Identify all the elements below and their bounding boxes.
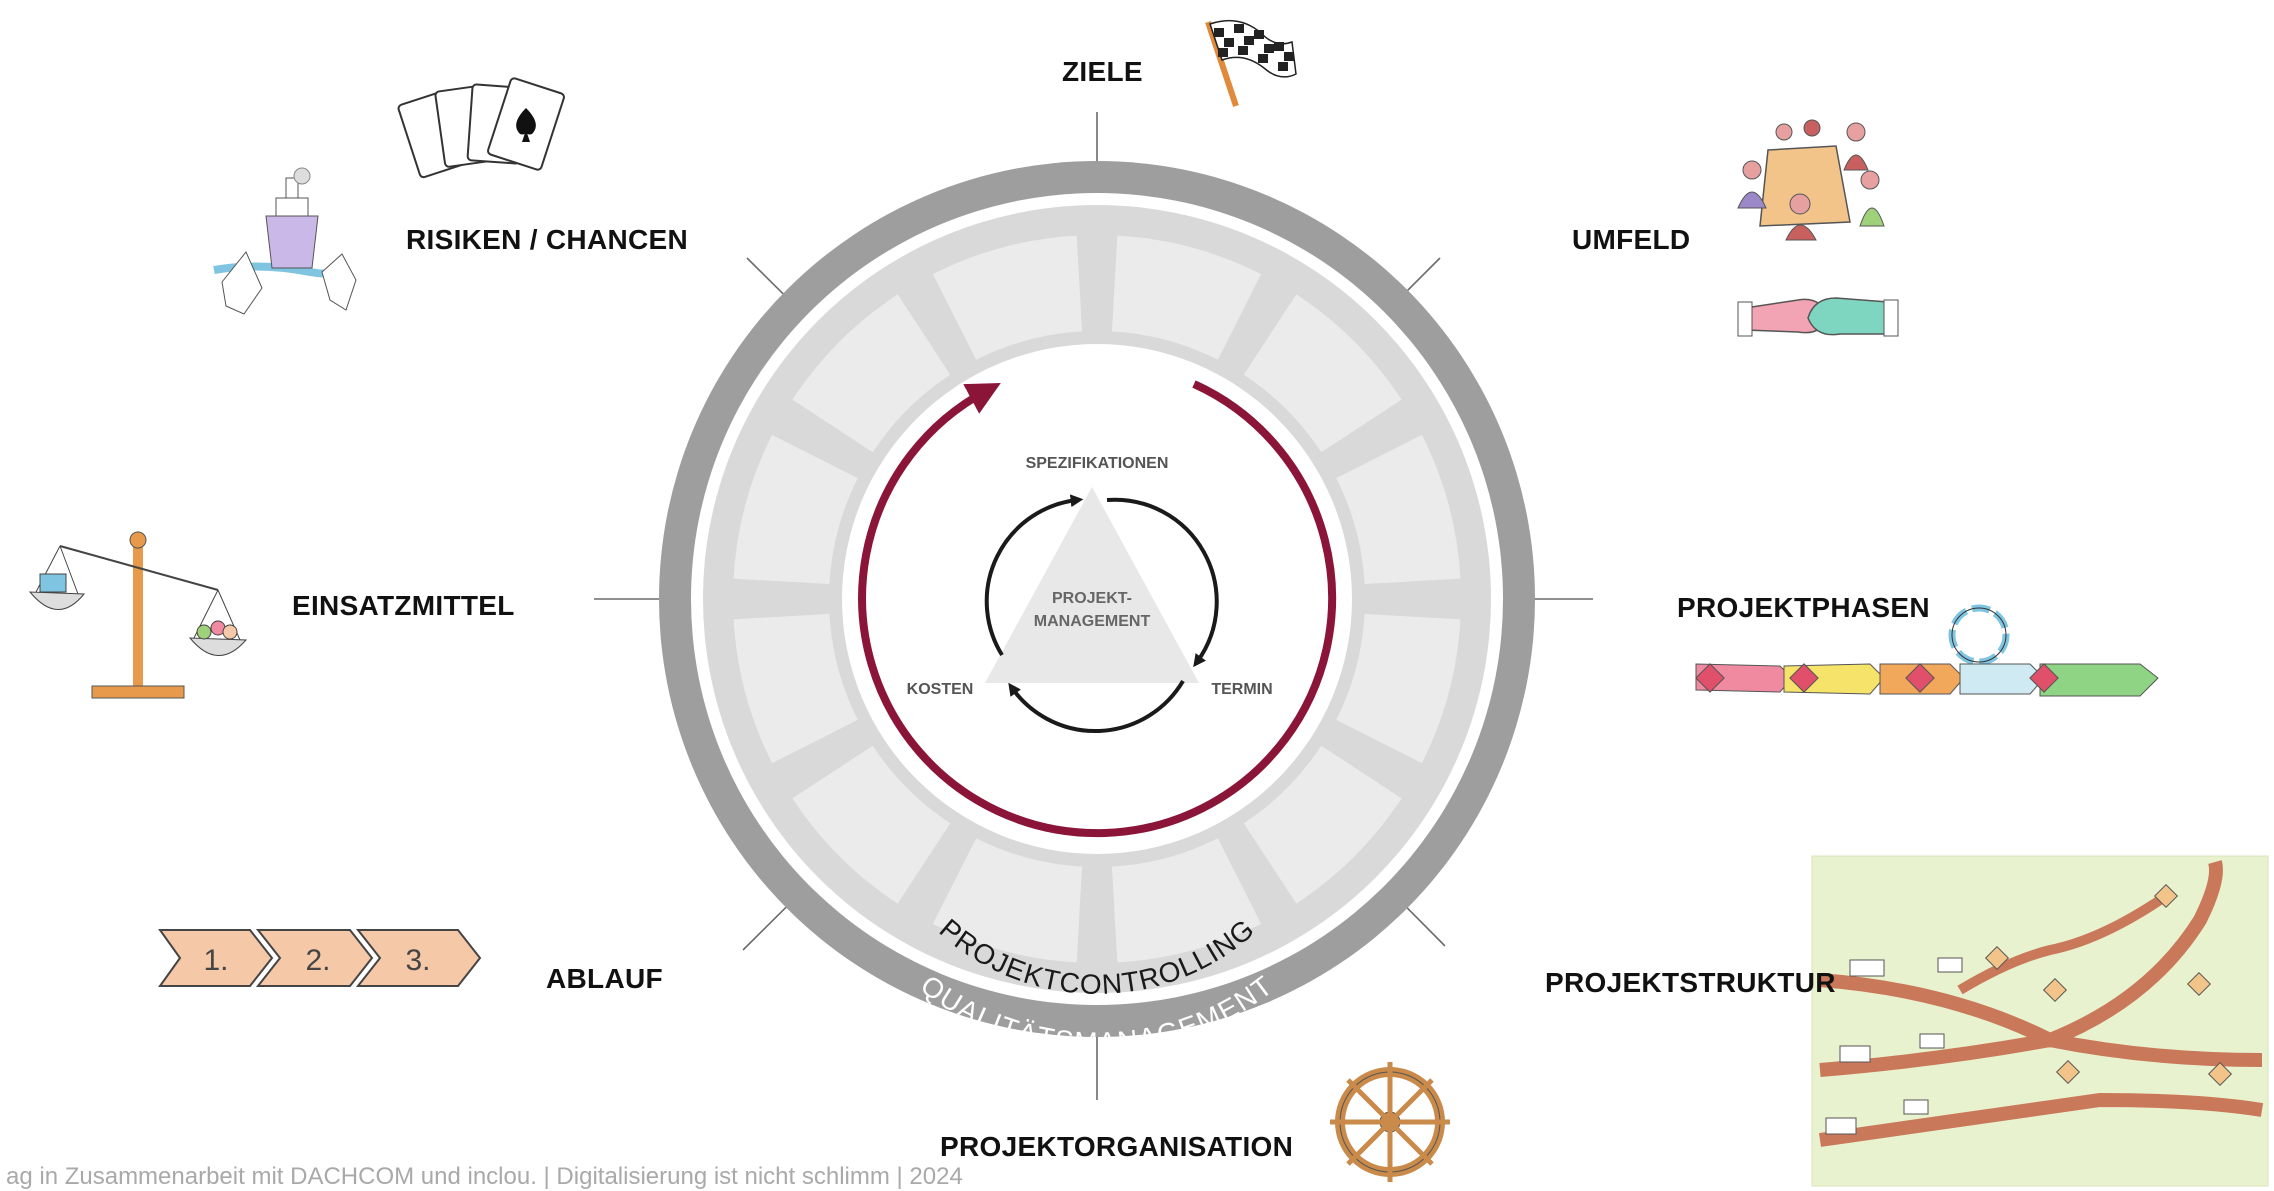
project-phases-icon [1695,604,2159,697]
arrow-spezifikationen-termin [1106,497,1219,668]
handshake-icon [1737,297,1899,337]
inner-ring-segment [1243,294,1402,453]
label-umfeld: UMFELD [1572,224,1691,255]
inner-ring-segment [932,838,1083,963]
footer-credit: ag in Zusammenarbeit mit DACHCOM und inc… [6,1163,963,1190]
ship-iceberg-icon [213,167,357,315]
label-projektmanagement-1: PROJEKT- [1052,590,1132,607]
playing-cards-icon [397,77,565,179]
magic-triangle [985,487,1199,683]
label-projektphasen: PROJEKTPHASEN [1677,592,1930,623]
inner-ring-segment [1336,613,1461,764]
label-projektorganisation: PROJEKTORGANISATION [940,1131,1294,1162]
checkered-flag-icon [1205,19,1297,107]
inner-ring-segment [733,613,858,764]
cycle-arrow [858,380,1337,838]
step-1-label: 1. [203,944,228,977]
steps-sequence-icon: 1. 2. 3. [158,929,482,987]
label-risiken-chancen: RISIKEN / CHANCEN [406,224,689,255]
project-structure-map-icon [1811,855,2269,1187]
inner-ring-segment [1243,745,1402,904]
inner-ring-segment [792,745,951,904]
inner-ring-segment [792,294,951,453]
label-kosten: KOSTEN [907,681,974,698]
arrow-termin-kosten [1008,679,1185,734]
step-3-label: 3. [405,944,430,977]
label-spezifikationen: SPEZIFIKATIONEN [1026,455,1169,472]
inner-ring-segment [1111,838,1262,963]
inner-ring-segment [1336,434,1461,585]
label-projektmanagement-2: MANAGEMENT [1034,613,1151,630]
label-termin: TERMIN [1211,681,1272,698]
label-ablauf: ABLAUF [546,963,663,994]
inner-segment-ring [733,235,1461,963]
label-einsatzmittel: EINSATZMITTEL [292,590,515,621]
balance-scale-icon [28,531,248,699]
label-projektstruktur: PROJEKTSTRUKTUR [1545,967,1836,998]
step-2-label: 2. [305,944,330,977]
inner-ring-segment [1111,235,1262,360]
inner-ring-segment [733,434,858,585]
arrow-kosten-spezifikationen [984,494,1084,657]
inner-ring-segment [932,235,1083,360]
people-meeting-icon [1737,119,1885,241]
label-ziele: ZIELE [1062,56,1143,87]
ship-wheel-icon [1330,1062,1450,1182]
